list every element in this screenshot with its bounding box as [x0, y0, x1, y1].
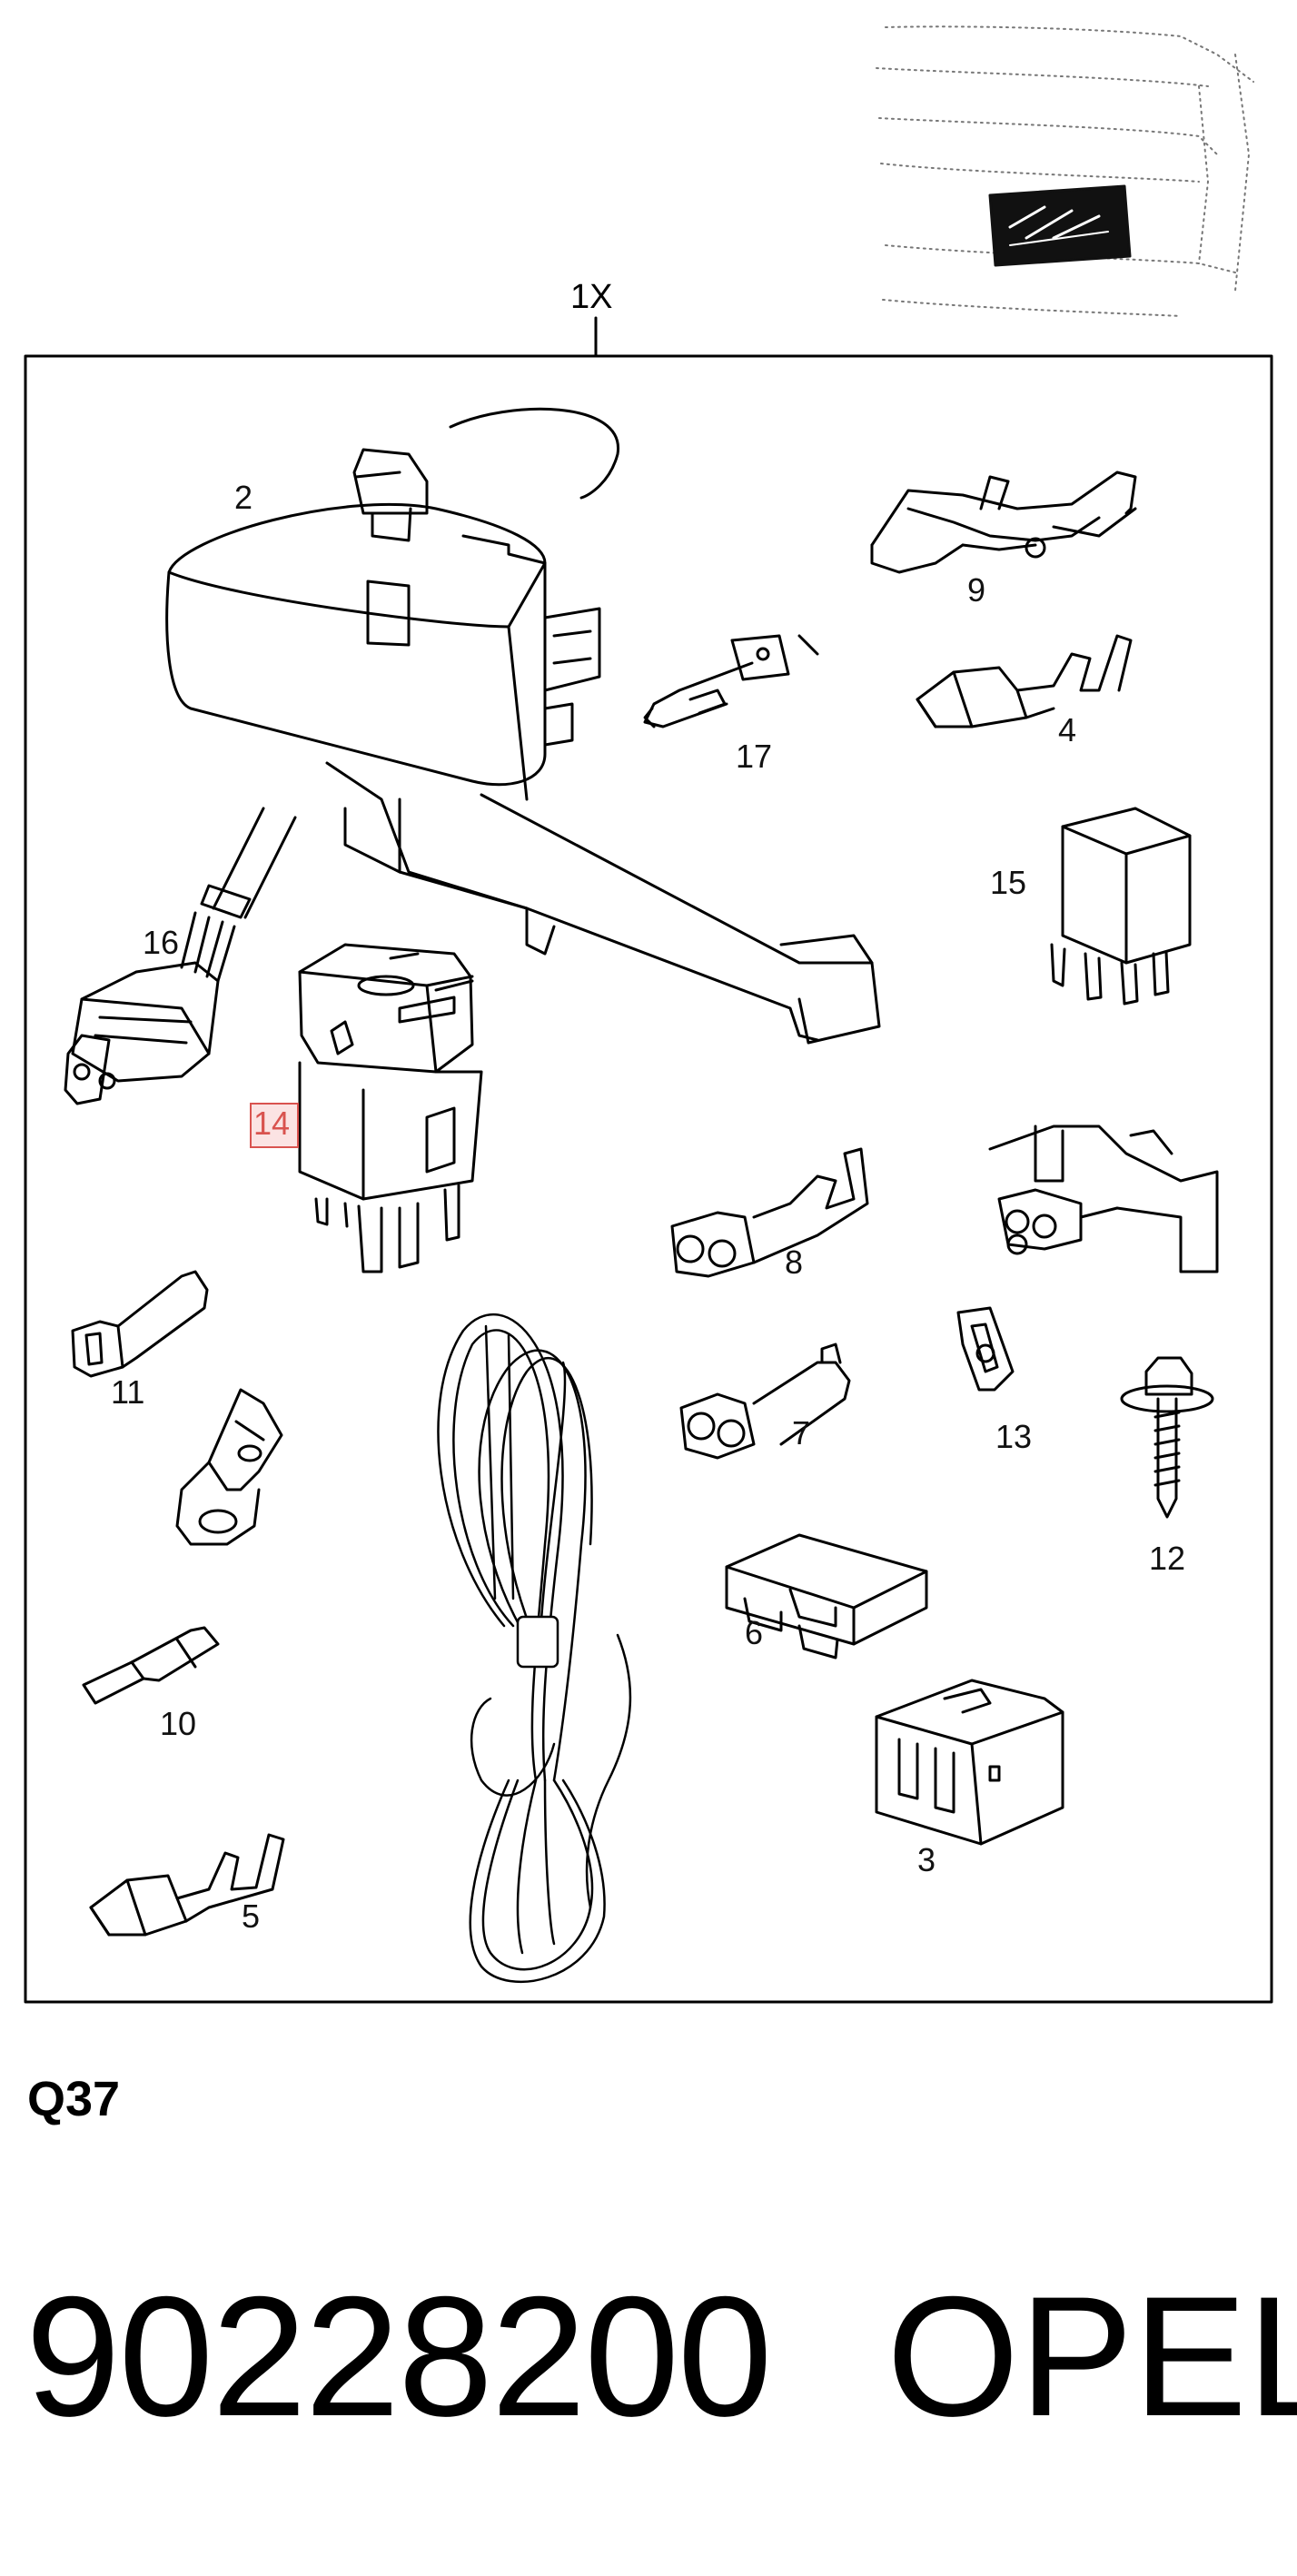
fog-lamp-location-icon [988, 184, 1132, 267]
part-label-8[interactable]: 8 [785, 1243, 804, 1281]
part-label-14[interactable]: 14 [253, 1105, 291, 1142]
terminal-icon [175, 1388, 283, 1546]
part-label-13[interactable]: 13 [995, 1418, 1033, 1455]
part-label-9[interactable]: 9 [967, 571, 986, 609]
part-label-2[interactable]: 2 [234, 479, 253, 516]
clip-icon [870, 471, 1137, 574]
relay-icon [1050, 807, 1192, 1006]
part-label-6[interactable]: 6 [745, 1614, 764, 1651]
fuse-icon [725, 1533, 928, 1660]
clip-icon [956, 1306, 1015, 1392]
terminal-icon [89, 1833, 285, 1937]
terminal-icon [71, 1270, 209, 1378]
connector-icon [64, 807, 297, 1105]
highlight-box [250, 1103, 299, 1148]
part-label-12[interactable]: 12 [1149, 1540, 1186, 1577]
connector-icon [875, 1679, 1064, 1846]
part-label-4[interactable]: 4 [1058, 711, 1077, 748]
wire-harness-icon [437, 1313, 632, 1984]
part-label-15[interactable]: 15 [990, 864, 1027, 901]
part-label-7[interactable]: 7 [792, 1414, 811, 1451]
part-label-10[interactable]: 10 [160, 1705, 197, 1742]
bulb-icon [643, 634, 819, 728]
terminal-icon [679, 1342, 851, 1460]
terminal-icon [916, 634, 1133, 728]
part-label-16[interactable]: 16 [143, 924, 180, 961]
relay-icon [298, 943, 483, 1273]
brand-name: OPEL [886, 2261, 1297, 2452]
part-label-3[interactable]: 3 [917, 1841, 936, 1878]
assembly-frame [24, 354, 1273, 2004]
connector-icon [670, 1147, 869, 1278]
screw-icon [1120, 1356, 1214, 1519]
part-label-17[interactable]: 17 [736, 738, 773, 775]
part-label-5[interactable]: 5 [242, 1897, 261, 1935]
part-number: 90228200 [25, 2261, 772, 2452]
vehicle-front-icon [876, 25, 1254, 317]
part-label-11[interactable]: 11 [111, 1373, 145, 1411]
fog-lamp-icon [165, 407, 881, 1045]
section-code: Q37 [27, 2072, 121, 2126]
bracket-icon [988, 1125, 1219, 1273]
assembly-label: 1X [570, 278, 613, 316]
terminal-icon [82, 1626, 220, 1705]
